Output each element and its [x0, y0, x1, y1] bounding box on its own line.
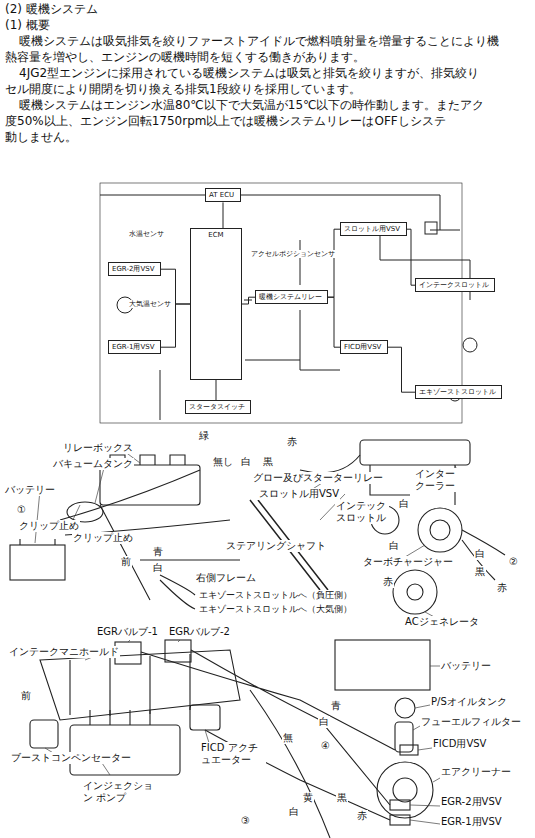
wire-connector: [223, 202, 224, 228]
part-label: ブーストコンペンセーター: [10, 752, 132, 764]
engine-bay-bottom: [30, 640, 433, 838]
part-label: グロー及びスターターリレー: [252, 472, 384, 484]
part-label: ステアリングシャフト: [225, 540, 327, 552]
body-text: 熱容量を増やし、エンジンの暖機時間を短くする働きがあります。: [4, 50, 366, 64]
component-label: インテークスロットル: [419, 281, 491, 289]
part-label: インテークマニホールド: [8, 646, 120, 658]
part-label: 大気温センサ: [128, 300, 172, 308]
component-label: エキゾーストスロットル: [419, 388, 498, 396]
part-label: P/Sオイルタンク: [430, 696, 508, 708]
body-text: 度50%以上、エンジン回転1750rpm以上では暖機システムリレーはOFFしシス…: [4, 114, 447, 128]
component-label: FICD用VSV: [344, 343, 384, 351]
part-label: ①: [16, 504, 27, 516]
part-label: 右側フレーム: [195, 572, 257, 584]
part-label: エキゾーストスロットルへ（負圧側）: [198, 590, 353, 601]
part-label: 白: [388, 540, 400, 552]
wire-connector: [161, 304, 190, 347]
wire-connector: [407, 229, 415, 285]
part-label: 赤: [382, 576, 394, 588]
part-label: 緑: [198, 430, 210, 442]
part-label: 黄: [302, 792, 314, 804]
part-label: クリップ止め: [18, 520, 80, 532]
part-label: FICD アクチュエーター: [200, 742, 266, 766]
component-box: スロットル用VSV: [340, 222, 407, 236]
part-label: インジェクション ポンプ: [82, 780, 154, 804]
body-text: (1) 概要: [4, 18, 51, 32]
wire-connector: [242, 297, 255, 304]
component-box: エキゾーストスロットル: [415, 385, 502, 399]
body-text: セル開度により開閉を切り換える排気1段絞りを採用しています。: [4, 82, 362, 96]
wire-connector: [216, 380, 217, 400]
part-label: バッテリー: [440, 660, 492, 672]
part-label: EGR-2用VSV: [440, 796, 503, 808]
body-text: (2) 暖機システム: [4, 2, 99, 16]
body-text: 動しません。: [4, 130, 78, 144]
component-box: ECM: [190, 228, 242, 380]
part-label: 水温センサ: [128, 230, 165, 238]
wire-connector: [161, 269, 190, 304]
component-box: AT ECU: [205, 188, 241, 202]
component-box: EGR-2用VSV: [108, 262, 161, 276]
part-label: EGRバルブ-2: [168, 626, 231, 638]
part-label: 青: [330, 700, 342, 712]
part-label: バッテリー: [4, 484, 56, 496]
part-label: ACジェネレータ: [404, 616, 480, 628]
part-label: インテック スロットル: [335, 500, 389, 524]
part-label: 無し: [212, 456, 234, 468]
part-label: FICD用VSV: [432, 738, 487, 750]
part-label: 無: [282, 732, 294, 744]
part-label: 白: [288, 806, 300, 818]
part-label: エキゾーストスロットルへ（大気側）: [198, 604, 353, 615]
part-label: 赤: [496, 582, 508, 594]
part-label: スロットル用VSV: [258, 488, 340, 500]
part-label: EGRバルブ-1: [96, 626, 159, 638]
part-label: バキュームタンク: [52, 458, 134, 470]
part-label: インター クーラー: [414, 468, 462, 492]
part-label: アクセルポジションセンサ: [250, 250, 336, 258]
component-box: FICD用VSV: [340, 340, 388, 354]
part-label: ②: [508, 556, 519, 568]
wire-connector: [328, 229, 340, 297]
part-label: 赤: [356, 810, 368, 822]
component-label: AT ECU: [209, 191, 237, 199]
component-label: スロットル用VSV: [344, 225, 403, 233]
part-label: EGR-1用VSV: [440, 816, 503, 828]
component-box: スタータスイッチ: [185, 400, 251, 414]
leader-lines: [35, 448, 460, 824]
body-text: 暖機システムはエンジン水温80℃以下で大気温が15℃以下の時作動します。またアク: [18, 98, 486, 112]
body-text: 暖機システムは吸気排気を絞りファーストアイドルで燃料噴射量を増量することにより機: [18, 34, 500, 48]
part-label: 黒: [262, 456, 274, 468]
part-label: 白: [398, 498, 410, 510]
component-label: EGR-1用VSV: [112, 343, 157, 351]
part-label: リレーボックス: [62, 442, 134, 454]
part-label: フューエルフィルター: [420, 716, 522, 728]
part-label: 白: [474, 548, 486, 560]
part-label: 白: [240, 456, 252, 468]
wire-connector: [328, 297, 340, 347]
part-label: ③: [240, 815, 251, 827]
part-label: 青: [152, 546, 164, 558]
part-label: 前: [120, 556, 132, 568]
component-label: 暖機システムリレー: [259, 293, 324, 301]
part-label: エアクリーナー: [440, 766, 512, 778]
part-label: クリップ止め: [72, 532, 134, 544]
part-label: ターボチャージャー: [362, 556, 454, 568]
part-label: 白: [152, 562, 164, 574]
component-label: EGR-2用VSV: [112, 265, 157, 273]
part-label: 赤: [286, 436, 298, 448]
part-label: 黒: [474, 566, 486, 578]
component-label: ECM: [194, 231, 238, 239]
part-label: 白: [318, 716, 330, 728]
engine-bay-top: [10, 440, 505, 614]
wire-connector: [388, 347, 415, 392]
component-box: 暖機システムリレー: [255, 290, 328, 304]
component-label: スタータスイッチ: [189, 403, 247, 411]
component-box: インテークスロットル: [415, 278, 495, 292]
component-box: EGR-1用VSV: [108, 340, 161, 354]
body-text: 4JG2型エンジンに採用されている暖機システムは吸気と排気を絞りますが、排気絞り: [18, 66, 480, 80]
part-label: 黒: [336, 792, 348, 804]
part-label: 前: [20, 690, 32, 702]
part-label: ④: [320, 740, 331, 752]
